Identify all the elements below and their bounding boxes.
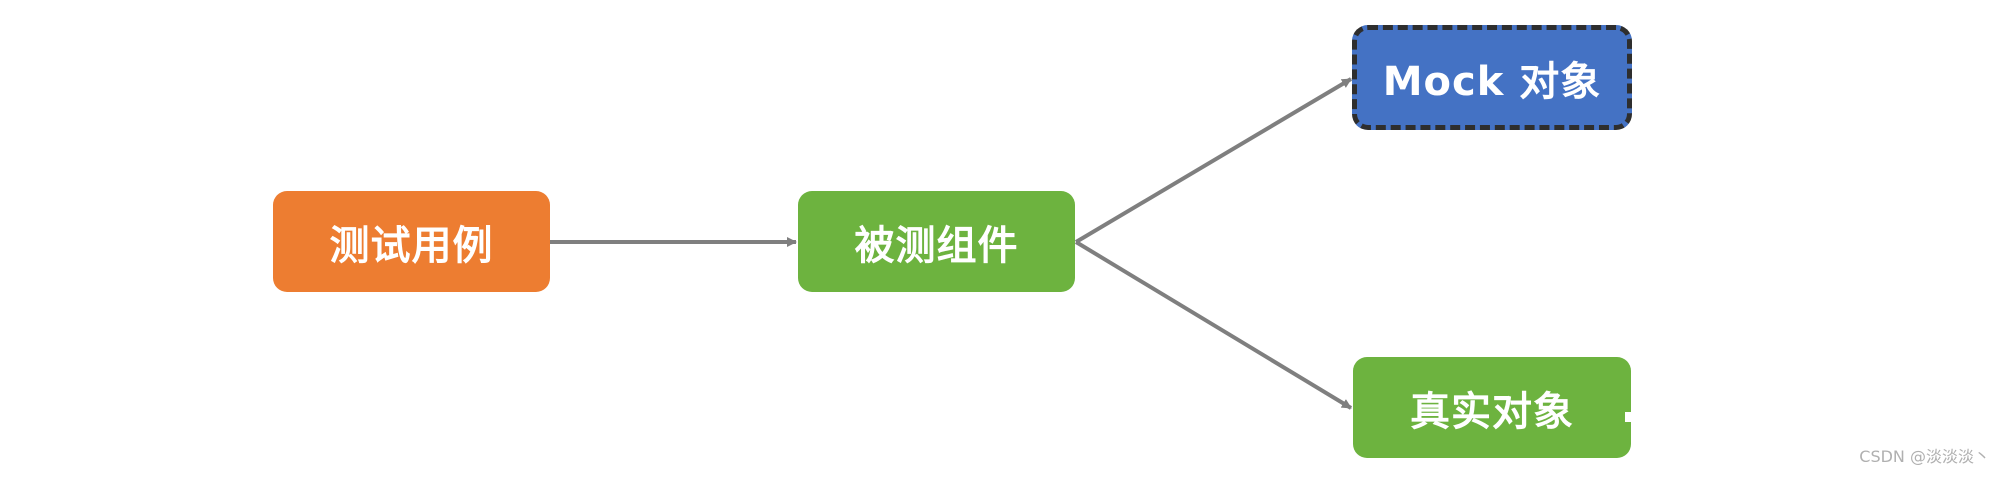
watermark: CSDN @淡淡淡丶 — [1859, 447, 1990, 466]
component-under-test-label: 被测组件 — [854, 222, 1019, 269]
real-object-label: 真实对象 — [1410, 388, 1574, 435]
edge-notch — [1625, 412, 1631, 422]
component-under-test-node: 被测组件 — [798, 191, 1075, 292]
test-case-label: 测试用例 — [329, 222, 494, 269]
real-object-node: 真实对象 — [1353, 357, 1631, 458]
mock-object-label: Mock 对象 — [1382, 58, 1602, 105]
test-case-node: 测试用例 — [273, 191, 550, 292]
mock-object-node: Mock 对象 — [1352, 25, 1632, 130]
arrow-component-to-real — [1074, 240, 1353, 410]
arrow-component-to-mock — [1074, 77, 1353, 244]
